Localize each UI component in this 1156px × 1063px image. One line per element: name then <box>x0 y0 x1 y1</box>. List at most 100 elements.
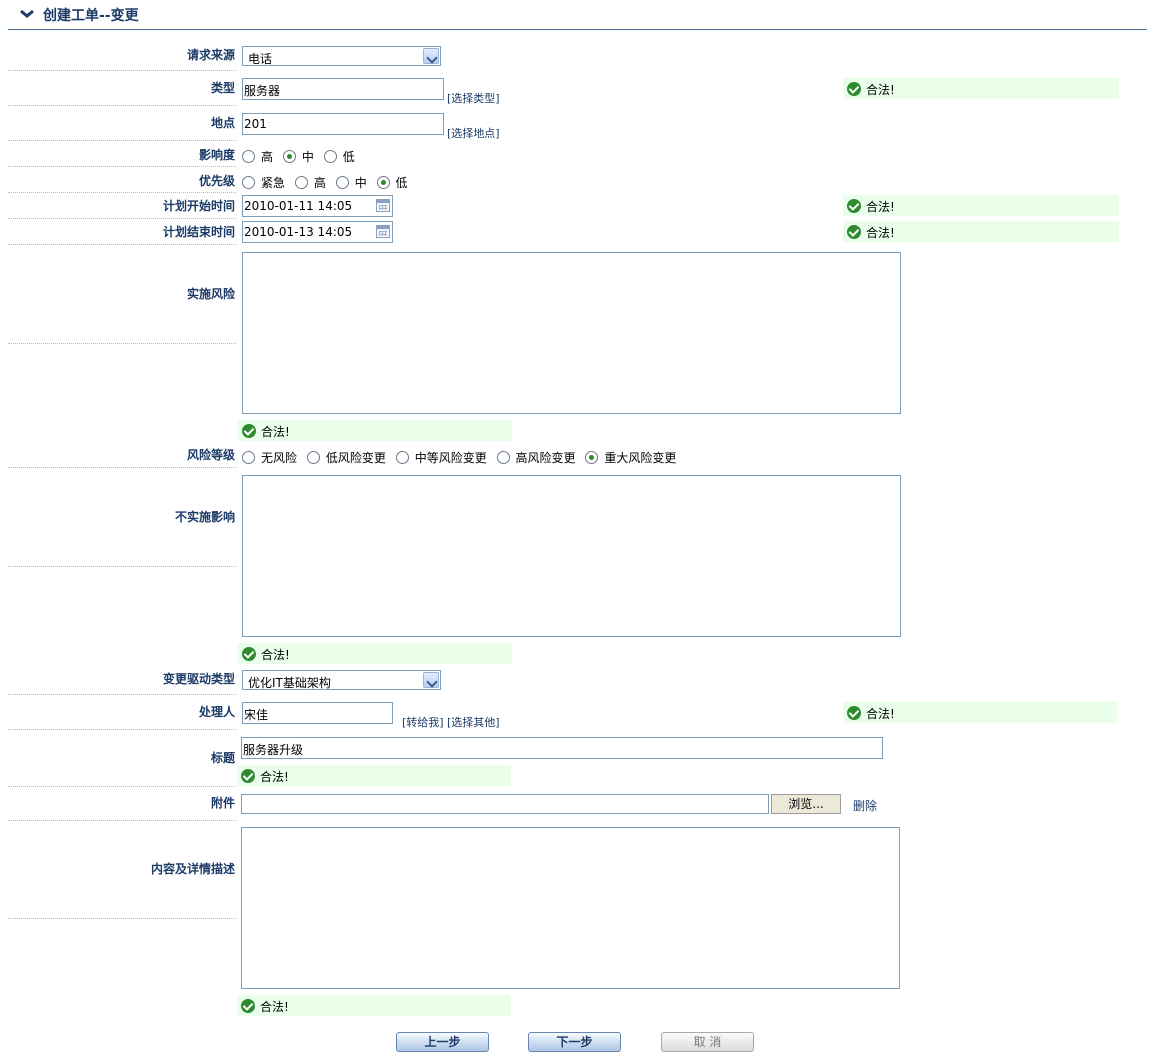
attachment-file-input[interactable] <box>241 794 769 814</box>
validation-text: 合法! <box>260 770 289 784</box>
description-label: 内容及详情描述 <box>150 862 235 876</box>
impact-radio-medium[interactable] <box>282 150 296 163</box>
no-impl-impact-textarea[interactable] <box>242 475 901 637</box>
risk-level-label: 风险等级 <box>186 448 235 462</box>
select-type-link[interactable]: [选择类型] <box>447 92 500 105</box>
handler-validation: 合法! <box>843 702 1117 723</box>
risk-level-option-label: 中等风险变更 <box>414 451 487 465</box>
calendar-icon[interactable] <box>376 199 390 212</box>
impact-radio-group: 高 中 低 <box>242 148 361 165</box>
location-label: 地点 <box>210 116 235 130</box>
location-input[interactable]: 201 <box>242 113 444 135</box>
chevron-down-icon <box>20 9 34 18</box>
page-title: 创建工单--变更 <box>43 8 139 24</box>
priority-option-label: 中 <box>354 176 367 190</box>
check-icon <box>241 999 255 1013</box>
row-divider <box>8 244 236 245</box>
risk-level-radio-medium[interactable] <box>395 451 409 464</box>
type-input[interactable]: 服务器 <box>242 78 444 100</box>
row-divider <box>8 218 236 219</box>
risk-level-option-label: 无风险 <box>261 451 298 465</box>
section-header <box>8 0 1147 30</box>
type-validation: 合法! <box>843 78 1119 99</box>
priority-radio-high[interactable] <box>294 176 308 189</box>
row-divider <box>8 192 236 193</box>
row-divider <box>8 786 236 787</box>
impact-option-label: 高 <box>261 150 274 164</box>
source-label: 请求来源 <box>186 48 235 62</box>
priority-radio-urgent[interactable] <box>242 176 255 189</box>
source-select-value: 电话 <box>248 52 273 66</box>
risk-level-radio-low[interactable] <box>306 451 320 464</box>
assign-to-me-link[interactable]: [转给我] <box>402 716 444 729</box>
description-validation: 合法! <box>237 995 511 1016</box>
no-impl-impact-validation: 合法! <box>238 643 512 664</box>
prev-step-button[interactable]: 上一步 <box>396 1032 489 1052</box>
source-select[interactable]: 电话 <box>242 46 441 66</box>
risk-level-radio-major[interactable] <box>585 451 599 464</box>
row-divider <box>8 105 236 106</box>
risk-level-radio-none[interactable] <box>242 451 255 464</box>
row-divider <box>8 343 236 344</box>
select-location-link[interactable]: [选择地点] <box>447 127 500 140</box>
plan-start-date-input[interactable]: 2010-01-11 14:05 <box>242 195 393 217</box>
check-icon <box>847 225 861 239</box>
calendar-icon[interactable] <box>376 225 390 238</box>
priority-radio-group: 紧急 高 中 低 <box>242 174 414 191</box>
impact-option-label: 中 <box>301 150 314 164</box>
next-step-button[interactable]: 下一步 <box>528 1032 621 1052</box>
row-divider <box>8 166 236 167</box>
validation-text: 合法! <box>866 226 895 240</box>
check-icon <box>847 82 861 96</box>
chevron-down-icon <box>423 672 439 688</box>
browse-button[interactable]: 浏览... <box>771 794 841 814</box>
impact-radio-low[interactable] <box>323 150 337 163</box>
cancel-button[interactable]: 取 消 <box>661 1032 754 1052</box>
plan-end-label: 计划结束时间 <box>162 225 235 239</box>
row-divider <box>8 140 236 141</box>
priority-option-label: 紧急 <box>261 176 286 190</box>
chevron-down-icon <box>423 48 439 64</box>
risk-textarea[interactable] <box>242 252 901 414</box>
subject-input[interactable]: 服务器升级 <box>241 737 883 759</box>
check-icon <box>242 647 256 661</box>
row-divider <box>8 70 236 71</box>
driver-type-select[interactable]: 优化IT基础架构 <box>242 670 441 690</box>
risk-level-option-label: 高风险变更 <box>515 451 576 465</box>
plan-end-value: 2010-01-13 14:05 <box>244 225 353 239</box>
priority-option-label: 低 <box>395 176 408 190</box>
driver-type-label: 变更驱动类型 <box>162 672 235 686</box>
risk-validation: 合法! <box>238 420 512 441</box>
validation-text: 合法! <box>261 648 290 662</box>
plan-start-validation: 合法! <box>843 195 1119 216</box>
handler-input[interactable]: 宋佳 <box>242 702 393 724</box>
plan-start-value: 2010-01-11 14:05 <box>244 199 353 213</box>
delete-attachment-link[interactable]: 删除 <box>853 799 878 813</box>
no-impl-impact-label: 不实施影响 <box>174 510 235 524</box>
description-textarea[interactable] <box>241 827 900 989</box>
validation-text: 合法! <box>866 83 895 97</box>
select-other-link[interactable]: [选择其他] <box>447 716 500 729</box>
handler-label: 处理人 <box>198 705 235 719</box>
handler-input-value: 宋佳 <box>244 708 269 722</box>
priority-radio-medium[interactable] <box>335 176 349 189</box>
check-icon <box>241 769 255 783</box>
priority-option-label: 高 <box>313 176 326 190</box>
subject-validation: 合法! <box>237 765 511 786</box>
priority-label: 优先级 <box>198 174 235 188</box>
plan-end-date-input[interactable]: 2010-01-13 14:05 <box>242 221 393 243</box>
plan-start-label: 计划开始时间 <box>162 199 235 213</box>
risk-label: 实施风险 <box>186 287 235 301</box>
priority-radio-low[interactable] <box>376 176 390 189</box>
location-input-value: 201 <box>244 117 267 131</box>
validation-text: 合法! <box>866 707 895 721</box>
impact-label: 影响度 <box>198 148 235 162</box>
subject-input-value: 服务器升级 <box>243 743 304 757</box>
check-icon <box>847 199 861 213</box>
impact-radio-high[interactable] <box>242 150 255 163</box>
row-divider <box>8 566 236 567</box>
plan-end-validation: 合法! <box>843 221 1119 242</box>
row-divider <box>8 729 236 730</box>
risk-level-radio-high[interactable] <box>496 451 510 464</box>
row-divider <box>8 820 236 821</box>
